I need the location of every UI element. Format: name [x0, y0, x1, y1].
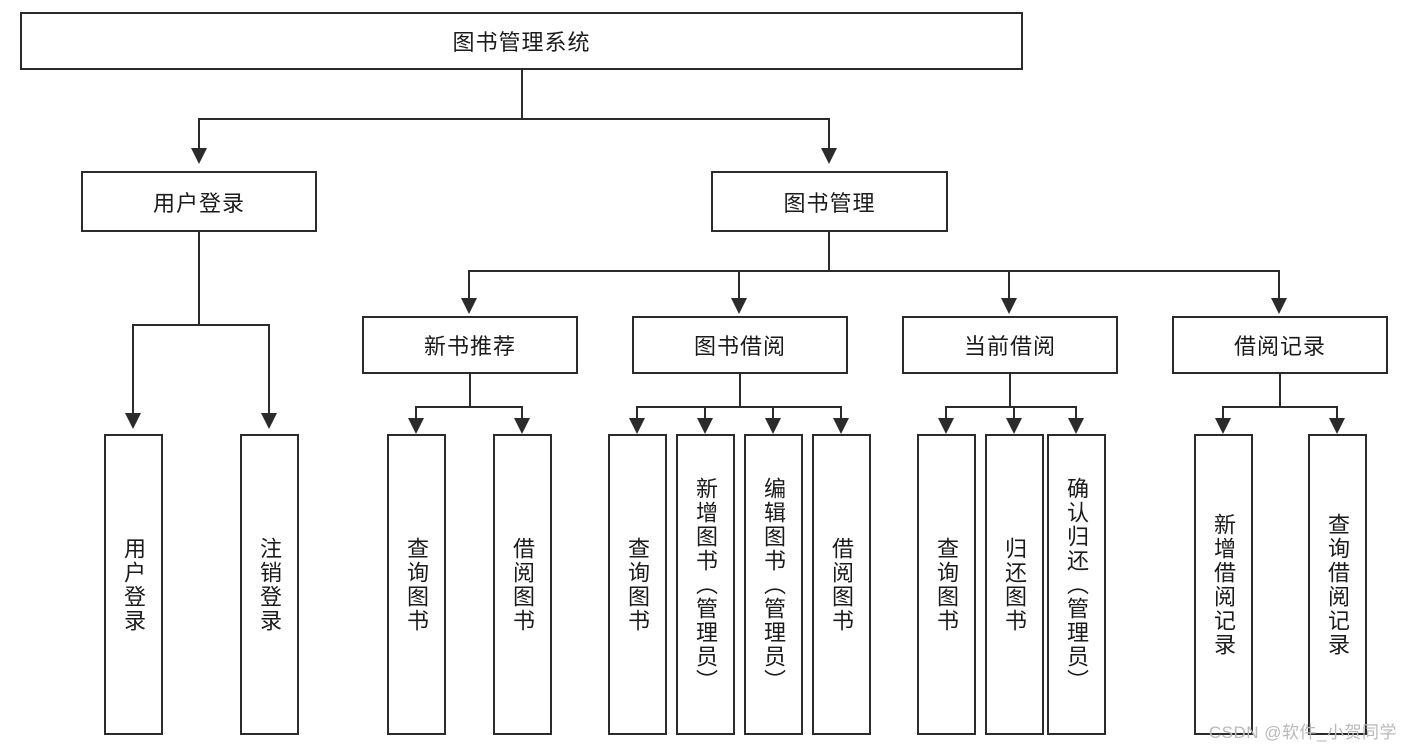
node-user-login[interactable]: 用户登录: [81, 171, 317, 232]
leaf-query-book-1[interactable]: 查询图书: [387, 434, 446, 735]
edge-book-manage-bus: [468, 270, 1280, 272]
edge-book-borrow-bus: [636, 406, 842, 408]
edge-new-book-recommend-bus: [415, 406, 523, 408]
node-book-manage[interactable]: 图书管理: [711, 171, 948, 232]
arrow-nbr-leaf-2: [514, 418, 530, 434]
leaf-query-record[interactable]: 查询借阅记录: [1308, 434, 1367, 735]
arrow-book-manage-to-current-borrow: [1001, 298, 1017, 314]
leaf-query-book-1-label: 查询图书: [404, 536, 430, 633]
node-borrow-record-label: 借阅记录: [1233, 334, 1326, 359]
edge-user-login-drop-2: [268, 324, 270, 415]
node-current-borrow[interactable]: 当前借阅: [902, 316, 1118, 374]
edge-book-manage-drop-1: [468, 270, 470, 300]
arrow-bb-leaf-1: [629, 418, 645, 434]
leaf-add-book[interactable]: 新增图书（管理员）: [676, 434, 735, 735]
edge-borrow-record-stem: [1279, 374, 1281, 407]
leaf-add-book-label: 新增图书（管理员）: [693, 476, 719, 693]
leaf-borrow-book-1[interactable]: 借阅图书: [493, 434, 552, 735]
leaf-query-record-label: 查询借阅记录: [1325, 512, 1351, 657]
edge-current-borrow-bus: [945, 406, 1075, 408]
edge-book-borrow-stem: [739, 374, 741, 407]
edge-book-manage-drop-2: [738, 270, 740, 300]
arrow-book-manage-to-borrow-record: [1271, 298, 1287, 314]
edge-br-drop-1: [1222, 406, 1224, 422]
node-new-book-recommend-label: 新书推荐: [423, 334, 516, 359]
node-book-manage-label: 图书管理: [783, 190, 876, 216]
edge-borrow-record-bus: [1222, 406, 1338, 408]
edge-br-drop-2: [1336, 406, 1338, 422]
node-root-label: 图书管理系统: [452, 30, 591, 55]
leaf-borrow-book-2[interactable]: 借阅图书: [812, 434, 871, 735]
arrow-cb-leaf-1: [938, 418, 954, 434]
arrow-nbr-leaf-1: [408, 418, 424, 434]
leaf-confirm-return[interactable]: 确认归还（管理员）: [1047, 434, 1106, 735]
arrow-book-manage-to-book-borrow: [731, 298, 747, 314]
node-new-book-recommend[interactable]: 新书推荐: [362, 316, 578, 374]
edge-user-login-drop-1: [132, 324, 134, 415]
edge-book-manage-stem: [828, 232, 830, 271]
arrow-cb-leaf-3: [1068, 418, 1084, 434]
edge-user-login-stem: [198, 232, 200, 325]
edge-cb-drop-2: [1013, 406, 1015, 422]
leaf-add-record-label: 新增借阅记录: [1211, 512, 1237, 657]
leaf-edit-book-label: 编辑图书（管理员）: [761, 476, 787, 693]
edge-root-bus: [198, 118, 830, 120]
edge-root-to-book-manage: [828, 118, 830, 150]
leaf-user-logout[interactable]: 注销登录: [240, 434, 299, 735]
edge-bb-drop-3: [772, 406, 774, 422]
edge-current-borrow-stem: [1009, 374, 1011, 407]
node-current-borrow-label: 当前借阅: [963, 334, 1056, 359]
edge-cb-drop-1: [945, 406, 947, 422]
leaf-query-book-3[interactable]: 查询图书: [917, 434, 976, 735]
arrow-user-login-leaf-2: [261, 413, 277, 429]
edge-user-login-bus: [132, 324, 268, 326]
leaf-return-book-label: 归还图书: [1002, 536, 1028, 633]
leaf-edit-book[interactable]: 编辑图书（管理员）: [744, 434, 803, 735]
arrow-root-to-book-manage: [821, 148, 837, 164]
leaf-user-login-label: 用户登录: [121, 536, 147, 633]
edge-book-manage-drop-3: [1008, 270, 1010, 300]
arrow-book-manage-to-new-book-recommend: [461, 298, 477, 314]
edge-cb-drop-3: [1075, 406, 1077, 422]
node-user-login-label: 用户登录: [152, 190, 245, 216]
leaf-query-book-2[interactable]: 查询图书: [608, 434, 667, 735]
arrow-cb-leaf-2: [1006, 418, 1022, 434]
edge-nbr-drop-1: [415, 406, 417, 422]
watermark: CSDN @软件_小贺同学: [1208, 723, 1397, 742]
node-book-borrow[interactable]: 图书借阅: [632, 316, 848, 374]
leaf-confirm-return-label: 确认归还（管理员）: [1064, 476, 1090, 693]
arrow-bb-leaf-2: [697, 418, 713, 434]
edge-new-book-recommend-stem: [469, 374, 471, 407]
leaf-query-book-2-label: 查询图书: [625, 536, 651, 633]
edge-nbr-drop-2: [521, 406, 523, 422]
leaf-borrow-book-1-label: 借阅图书: [510, 536, 536, 633]
node-borrow-record[interactable]: 借阅记录: [1172, 316, 1388, 374]
arrow-user-login-leaf-1: [125, 413, 141, 429]
arrow-br-leaf-1: [1215, 418, 1231, 434]
leaf-user-login[interactable]: 用户登录: [104, 434, 163, 735]
leaf-return-book[interactable]: 归还图书: [985, 434, 1044, 735]
leaf-query-book-3-label: 查询图书: [934, 536, 960, 633]
edge-root-to-user-login: [198, 118, 200, 150]
arrow-bb-leaf-3: [765, 418, 781, 434]
edge-bb-drop-1: [636, 406, 638, 422]
edge-root-stem: [521, 70, 523, 119]
leaf-borrow-book-2-label: 借阅图书: [829, 536, 855, 633]
node-book-borrow-label: 图书借阅: [693, 334, 786, 359]
arrow-root-to-user-login: [191, 148, 207, 164]
arrow-br-leaf-2: [1329, 418, 1345, 434]
leaf-add-record[interactable]: 新增借阅记录: [1194, 434, 1253, 735]
leaf-user-logout-label: 注销登录: [257, 536, 283, 633]
edge-bb-drop-4: [840, 406, 842, 422]
edge-book-manage-drop-4: [1278, 270, 1280, 300]
arrow-bb-leaf-4: [833, 418, 849, 434]
edge-bb-drop-2: [704, 406, 706, 422]
node-root[interactable]: 图书管理系统: [20, 12, 1023, 70]
